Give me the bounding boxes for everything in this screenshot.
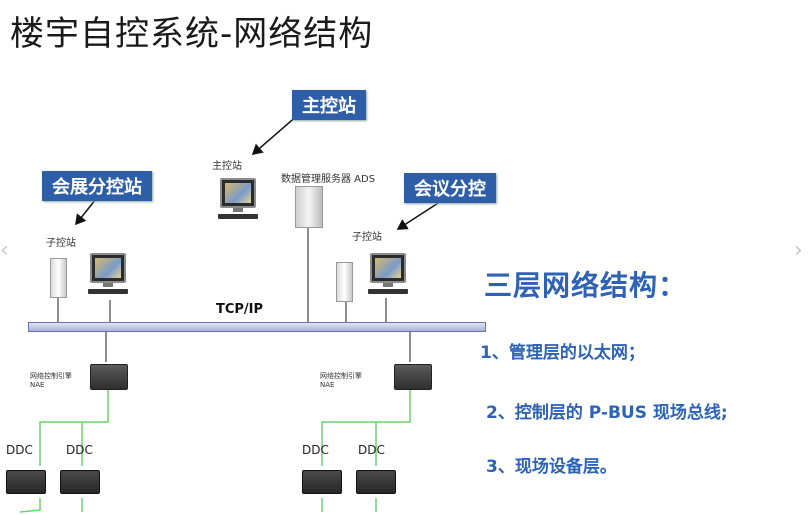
- nae-right-label: 网络控制引擎 NAE: [320, 372, 362, 389]
- sub-station-left-tower-icon: [50, 258, 67, 298]
- ddc-label: DDC: [6, 443, 33, 457]
- prev-chevron-icon[interactable]: ‹: [0, 238, 9, 263]
- panel-heading: 三层网络结构：: [484, 269, 688, 302]
- arrow-meeting: [396, 197, 447, 230]
- panel-item: 2、控制层的 P-BUS 现场总线;: [486, 403, 728, 423]
- server-icon: [295, 186, 323, 228]
- ddc-controller-icon: [356, 470, 396, 494]
- nae-left-label: 网络控制引擎 NAE: [30, 372, 72, 389]
- tcpip-bus: [28, 322, 486, 332]
- sub-station-left-label: 子控站: [46, 238, 76, 249]
- sub-station-left-computer-icon: [88, 253, 128, 294]
- ddc-controller-icon: [6, 470, 46, 494]
- data-server-label: 数据管理服务器 ADS: [281, 174, 376, 185]
- sub-station-right-tower-icon: [336, 262, 353, 302]
- callout-meeting-station: 会议分控: [404, 173, 496, 203]
- ddc-label: DDC: [66, 443, 93, 457]
- ddc-controller-icon: [302, 470, 342, 494]
- panel-item: 1、管理层的以太网；: [480, 343, 645, 363]
- sub-station-right-label: 子控站: [352, 232, 382, 243]
- tcpip-label: TCP/IP: [216, 302, 264, 317]
- sub-station-right-computer-icon: [368, 253, 408, 294]
- ddc-label: DDC: [358, 443, 385, 457]
- main-station-label: 主控站: [212, 161, 242, 172]
- ddc-label: DDC: [302, 443, 329, 457]
- callout-main-station: 主控站: [292, 90, 366, 120]
- nae-right-device-icon: [394, 364, 432, 390]
- next-chevron-icon[interactable]: ›: [794, 238, 803, 263]
- page-title: 楼宇自控系统-网络结构: [10, 14, 374, 54]
- panel-item: 3、现场设备层。: [486, 457, 617, 477]
- arrow-main: [251, 114, 299, 155]
- nae-left-device-icon: [90, 364, 128, 390]
- main-station-computer-icon: [218, 178, 258, 219]
- callout-exhibition-station: 会展分控站: [42, 171, 152, 201]
- ddc-controller-icon: [60, 470, 100, 494]
